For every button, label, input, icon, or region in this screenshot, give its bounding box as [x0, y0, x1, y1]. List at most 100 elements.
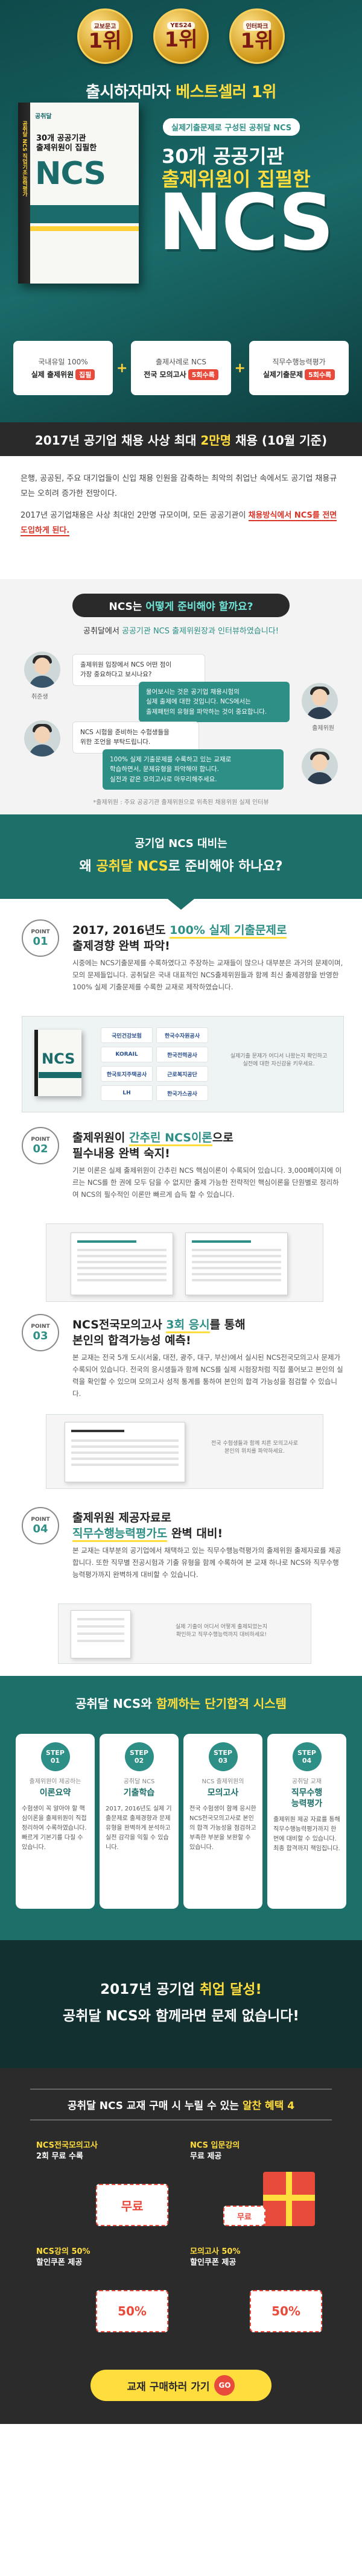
- medal-rank: 1위: [88, 28, 122, 53]
- avatar-label: 출제위원: [312, 725, 334, 732]
- point-02-illustration: [46, 1223, 323, 1302]
- medal-yes24: YES24 1위: [153, 8, 209, 64]
- institution-logo: 근로복지공단: [156, 1066, 208, 1082]
- system-steps: STEP 01 출제위원이 제공하는 이론요약 수험생이 꼭 알아야 할 핵심이…: [16, 1734, 346, 1909]
- point-title: NCS전국모의고사 3회 응시를 통해 본인의 합격가능성 예측!: [72, 1318, 246, 1347]
- why-section-header: 공기업 NCS 대비는 왜 공취달 NCS로 준비해야 하나요?: [0, 814, 362, 899]
- news-body: 은행, 공공된, 주요 대기업들이 신입 채용 인원을 감축하는 최악의 취업난…: [0, 456, 362, 579]
- interview-section: NCS는 어떻게 준비해야 할까요? 공취달에서 공공기관 NCS 출제위원장과…: [0, 579, 362, 814]
- benefits-heading: 공취달 NCS 교재 구매 시 누릴 수 있는 알찬 혜택 4: [30, 2089, 332, 2121]
- hero-title: 30개 공공기관 출제위원이 집필한: [162, 145, 311, 191]
- point-title: 2017, 2016년도 100% 실제 기출문제로 출제경향 완벽 파악!: [72, 924, 287, 953]
- step-number: STEP 01: [40, 1742, 70, 1771]
- expert-avatar: [302, 683, 338, 719]
- point-caption: 전국 수험생들과 함께 치른 모의고사로 본인의 위치를 파악하세요.: [211, 1441, 298, 1455]
- interview-question-pill: NCS는 어떻게 준비해야 할까요?: [72, 594, 290, 617]
- goal-banner: 2017년 공기업 취업 달성! 공취달 NCS와 함께라면 문제 없습니다!: [0, 1940, 362, 2068]
- book-cover-image: 공취달 NCS 직업기초능력평가 공취달 30개 공공기관 출제위원이 집필한 …: [18, 103, 139, 284]
- free-tag: 무료: [223, 2206, 265, 2226]
- medal-store: YES24: [167, 21, 195, 30]
- study-system-section: 공취달 NCS와 함께하는 단기합격 시스템 STEP 01 출제위원이 제공하…: [0, 1676, 362, 1940]
- plus-icon: +: [116, 360, 128, 376]
- interview-chat: 취준생 출제위원 입장에서 NCS 어떤 점이 가장 중요하다고 보시나요? 물…: [24, 646, 338, 790]
- benefits-section: 공취달 NCS 교재 구매 시 누릴 수 있는 알찬 혜택 4 NCS전국모의고…: [0, 2068, 362, 2424]
- step-card: STEP 04 공취달 교재 직무수행 능력평가 출제위원 제공 자료를 통해 …: [267, 1734, 346, 1909]
- hero-headline: 출시하자마자 베스트셀러 1위: [86, 83, 276, 101]
- institution-logo: KORAIL: [101, 1047, 153, 1062]
- bestseller-medals: 교보문고 1위 YES24 1위 인터파크 1위: [0, 0, 362, 64]
- step-number: STEP 03: [208, 1742, 238, 1771]
- book-brand: 공취달: [35, 113, 52, 120]
- point-03-illustration: 전국 수험생들과 함께 치른 모의고사로 본인의 위치를 파악하세요.: [46, 1414, 323, 1489]
- book-spine-text: 공취달 NCS 직업기초능력평가: [21, 121, 27, 197]
- institution-logo: 한국토지주택공사: [101, 1066, 153, 1082]
- point-caption: 실제 기출이 어디서 어떻게 출제되었는지 확인하고 직무수행능력까지 대비하세…: [175, 1624, 268, 1638]
- interview-subtitle: 공취달에서 공공기관 NCS 출제위원장과 인터뷰하였습니다!: [83, 627, 279, 636]
- medal-interpark: 인터파크 1위: [229, 8, 285, 64]
- point-01-illustration: NCS 국민건강보험 한국수자원공사 KORAIL 한국전력공사 한국토지주택공…: [22, 1016, 344, 1112]
- hero-subtitle-pill: 실제기출문제로 구성된 공취달 NCS: [163, 118, 300, 136]
- medal-rank: 1위: [240, 28, 274, 53]
- go-icon: GO: [214, 2375, 235, 2396]
- point-desc: 본 교재는 전국 5개 도시(서울, 대전, 광주, 대구, 부산)에서 실시된…: [72, 1353, 343, 1398]
- medal-store: 인터파크: [243, 20, 272, 31]
- book-cover-title: 30개 공공기관 출제위원이 집필한: [36, 134, 97, 153]
- chat-bubble-question: 출제위원 입장에서 NCS 어떤 점이 가장 중요하다고 보시나요?: [72, 654, 205, 686]
- institution-logo: 국민건강보험: [101, 1027, 153, 1043]
- point-caption: 실제기출 문제가 어디서 나왔는지 확인하고 실전에 대한 자신감을 키우세요.: [230, 1053, 328, 1067]
- student-avatar: [24, 652, 60, 688]
- news-paragraph: 2017년 공기업채용은 사상 최대인 2만명 규모이며, 모든 공공기관이 채…: [21, 511, 337, 537]
- step-number: STEP 04: [292, 1742, 322, 1771]
- chat-bubble-answer: 100% 실제 기출문제를 수록하고 있는 교재로 학습하면서, 문제유형을 파…: [103, 749, 284, 790]
- hero-ncs-wordmark: NCS: [158, 178, 334, 268]
- interview-footnote: *출제위원 : 주요 공공기관 출제위원으로 위촉된 채용위원 실제 인터뷰: [93, 799, 269, 806]
- down-arrow-icon: [168, 899, 194, 910]
- benefit-card: 모의고사 50%할인쿠폰 제공 50%: [190, 2247, 326, 2337]
- point-desc: 시중에는 NCS기출문제를 수록하였다고 주장하는 교재들이 많으나 대부분은 …: [72, 959, 343, 992]
- news-paragraph: 은행, 공공된, 주요 대기업들이 신입 채용 인원을 감축하는 최악의 취업난…: [21, 474, 337, 498]
- step-card: STEP 03 NCS 출제위원의 모의고사 전국 수험생이 함께 응시한 NC…: [183, 1734, 262, 1909]
- discount-coupon-icon: 50%: [96, 2290, 168, 2332]
- institution-logo: 한국수자원공사: [156, 1027, 208, 1043]
- discount-coupon-icon: 50%: [250, 2290, 322, 2332]
- institution-logo: LH: [101, 1085, 153, 1101]
- expert-avatar: [302, 748, 338, 784]
- point-title: 출제위원 제공자료로 직무수행능력평가도 완벽 대비!: [72, 1511, 223, 1542]
- book-thumbnail: NCS: [34, 1030, 81, 1096]
- step-card: STEP 01 출제위원이 제공하는 이론요약 수험생이 꼭 알아야 할 핵심이…: [16, 1734, 95, 1909]
- step-card: STEP 02 공취달 NCS 기출학습 2017, 2016년도 실제 기출문…: [100, 1734, 179, 1909]
- student-avatar: [24, 720, 60, 757]
- medal-store: 교보문고: [91, 20, 119, 31]
- institution-logo: 한국가스공사: [156, 1085, 208, 1101]
- point-title: 출제위원이 간추린 NCS이론으로 필수내용 완벽 숙지!: [72, 1131, 233, 1160]
- plus-icon: +: [234, 360, 246, 376]
- point-desc: 기본 이론은 실제 출제위원이 간추린 NCS 핵심이론이 수록되어 있습니다.…: [72, 1166, 342, 1199]
- hero-section: 교보문고 1위 YES24 1위 인터파크 1위 출시하자마자 베스트셀러 1위: [0, 0, 362, 422]
- news-headline-bar: 2017년 공기업 채용 사상 최대 2만명 채용 (10월 기준): [0, 422, 362, 456]
- chat-bubble-answer: 물어보시는 것은 공기업 채용시험의 실제 출제에 대한 것입니다. NCS에서…: [139, 682, 290, 722]
- medal-kyobo: 교보문고 1위: [77, 8, 133, 64]
- buy-book-button[interactable]: 교재 구매하러 가기 GO: [91, 2370, 272, 2401]
- step-number: STEP 02: [124, 1742, 154, 1771]
- point-04-illustration: 실제 기출이 어디서 어떻게 출제되었는지 확인하고 직무수행능력까지 대비하세…: [58, 1604, 311, 1664]
- avatar-label: 취준생: [31, 694, 48, 700]
- chat-bubble-question: NCS 시험을 준비하는 수험생들을 위한 조언을 부탁드립니다.: [72, 722, 199, 753]
- gift-box-icon: [263, 2172, 315, 2226]
- book-cover-ncs: NCS: [35, 156, 106, 192]
